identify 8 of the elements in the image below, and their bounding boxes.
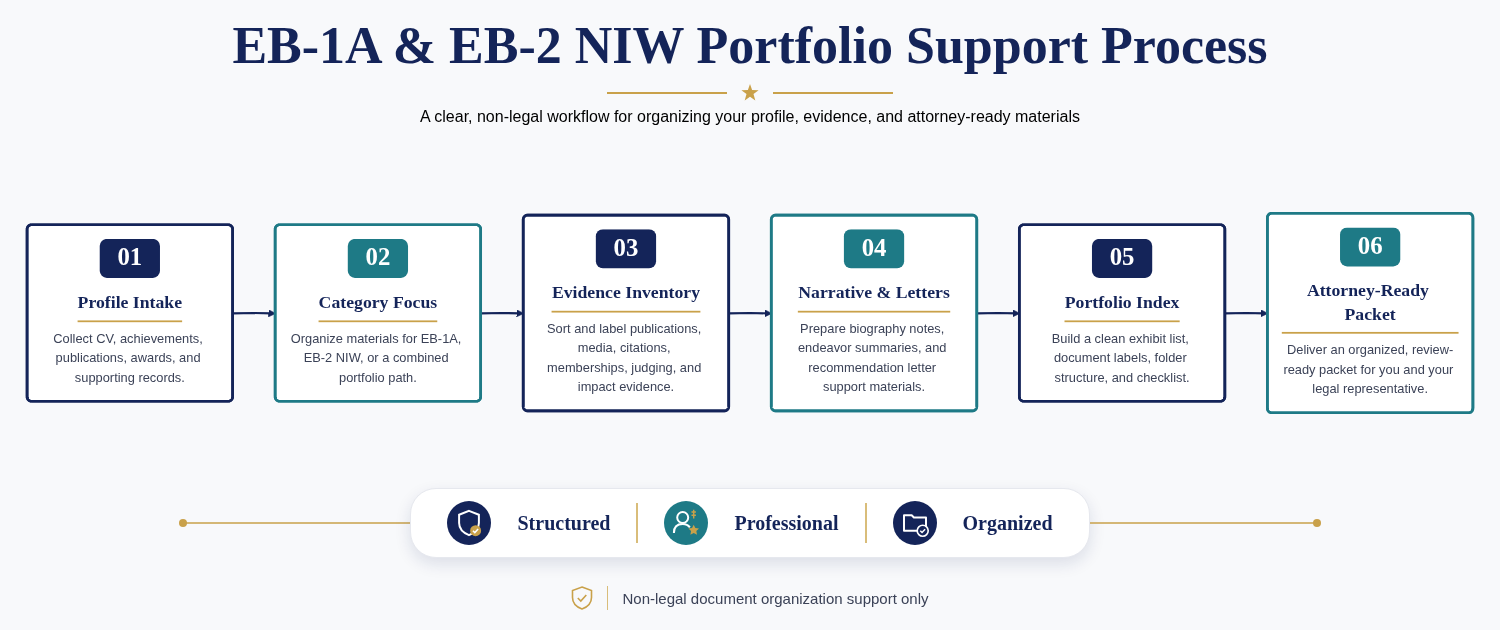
subtitle: A clear, non-legal workflow for organizing your profile, evidence, and attorney-ready materials: [420, 108, 1080, 125]
feature-label: Structured: [517, 511, 611, 535]
feature-label: Organized: [962, 511, 1053, 535]
title: EB-1A & EB-2 NIW Portfolio Support Process: [232, 16, 1268, 76]
feature-label: Professional: [734, 511, 839, 535]
arrow: [233, 309, 276, 318]
arrow: [481, 309, 524, 318]
disclaimer-note: Non-legal document organization support only: [622, 589, 929, 607]
